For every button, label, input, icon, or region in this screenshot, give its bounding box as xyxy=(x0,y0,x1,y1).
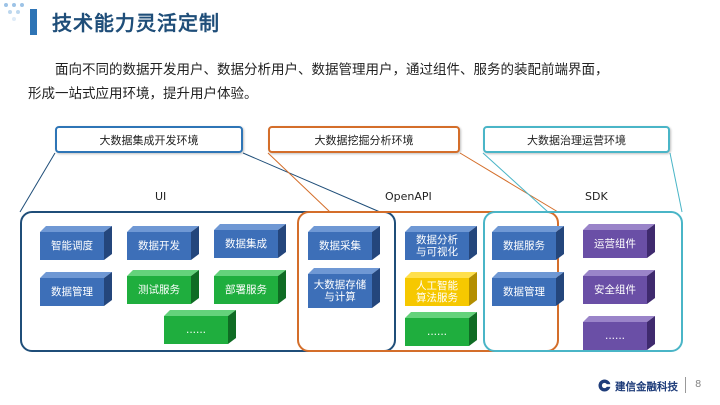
company-logo-icon xyxy=(598,379,611,392)
block-more-green-2-label: ...... xyxy=(405,318,469,346)
env-governance-ops: 大数据治理运营环境 xyxy=(483,126,670,153)
block-data-analysis: 数据分析 与可视化 xyxy=(405,226,477,260)
env-integration-dev: 大数据集成开发环境 xyxy=(55,126,243,153)
block-more-purple-label: ...... xyxy=(583,322,647,350)
block-more-green-2: ...... xyxy=(405,312,477,346)
block-data-integration-label: 数据集成 xyxy=(214,230,278,258)
block-data-service-label: 数据服务 xyxy=(492,232,556,260)
block-data-integration: 数据集成 xyxy=(214,224,286,258)
block-more-green-1: ...... xyxy=(164,310,236,344)
block-data-dev-label: 数据开发 xyxy=(127,232,191,260)
block-ops-component: 运营组件 xyxy=(583,224,655,258)
block-more-purple: ...... xyxy=(583,316,655,350)
description-line-2: 形成一站式应用环境，提升用户体验。 xyxy=(28,86,258,102)
block-data-mgmt-2: 数据管理 xyxy=(492,272,564,306)
footer-divider xyxy=(685,377,686,393)
block-bigdata-storage: 大数据存储 与计算 xyxy=(308,268,380,308)
block-ai-algorithm: 人工智能 算法服务 xyxy=(405,272,477,306)
block-bigdata-storage-label: 大数据存储 与计算 xyxy=(308,274,372,308)
block-test-service: 测试服务 xyxy=(127,270,199,304)
description-line-1: 面向不同的数据开发用户、数据分析用户、数据管理用户，通过组件、服务的装配前端界面… xyxy=(55,62,609,78)
block-test-service-label: 测试服务 xyxy=(127,276,191,304)
company-name: 建信金融科技 xyxy=(615,381,678,393)
block-data-mgmt-2-label: 数据管理 xyxy=(492,278,556,306)
interface-sdk-label: SDK xyxy=(585,190,608,203)
block-deploy-service: 部署服务 xyxy=(214,270,286,304)
page-title: 技术能力灵活定制 xyxy=(52,11,220,35)
block-data-mgmt-1-label: 数据管理 xyxy=(40,278,104,306)
page-number: 8 xyxy=(695,379,702,390)
region-ui xyxy=(20,211,396,352)
block-data-service: 数据服务 xyxy=(492,226,564,260)
env-mining-analysis: 大数据挖掘分析环境 xyxy=(268,126,460,153)
block-smart-schedule-label: 智能调度 xyxy=(40,232,104,260)
block-data-collect-label: 数据采集 xyxy=(308,232,372,260)
title-accent-bar xyxy=(30,9,37,35)
block-security-component: 安全组件 xyxy=(583,270,655,304)
block-ops-component-label: 运营组件 xyxy=(583,230,647,258)
interface-openapi-label: OpenAPI xyxy=(385,190,432,203)
description: 面向不同的数据开发用户、数据分析用户、数据管理用户，通过组件、服务的装配前端界面… xyxy=(28,58,708,106)
env-governance-ops-label: 大数据治理运营环境 xyxy=(527,133,626,147)
title-decoration xyxy=(4,3,24,21)
region-sdk xyxy=(483,211,683,352)
block-data-collect: 数据采集 xyxy=(308,226,380,260)
block-security-component-label: 安全组件 xyxy=(583,276,647,304)
block-ai-algorithm-label: 人工智能 算法服务 xyxy=(405,278,469,306)
block-smart-schedule: 智能调度 xyxy=(40,226,112,260)
block-data-mgmt-1: 数据管理 xyxy=(40,272,112,306)
block-deploy-service-label: 部署服务 xyxy=(214,276,278,304)
interface-ui-label: UI xyxy=(155,190,167,203)
env-integration-dev-label: 大数据集成开发环境 xyxy=(99,133,199,147)
block-more-green-1-label: ...... xyxy=(164,316,228,344)
env-mining-analysis-label: 大数据挖掘分析环境 xyxy=(314,133,414,147)
block-data-dev: 数据开发 xyxy=(127,226,199,260)
block-data-analysis-label: 数据分析 与可视化 xyxy=(405,232,469,260)
